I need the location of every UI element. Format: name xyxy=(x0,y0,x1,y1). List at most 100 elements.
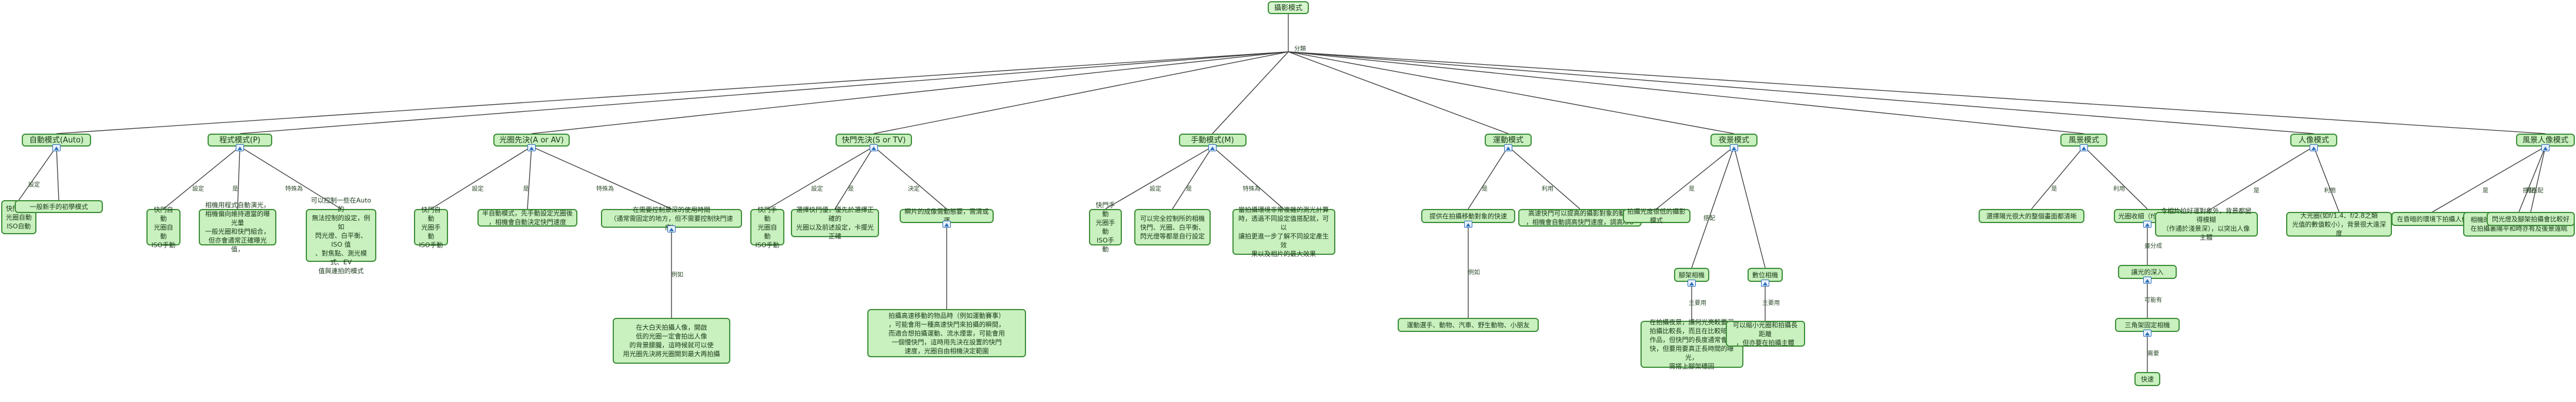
child-edge-6-1 xyxy=(1691,146,1735,268)
child-node-3-0[interactable]: 快門手動 光圈自動 ISO手動 xyxy=(750,206,784,249)
edge-label: 例如 xyxy=(1468,269,1480,276)
child-edge-6-2 xyxy=(1733,146,1766,268)
child-edge-4-2 xyxy=(1212,146,1284,210)
edge-label: 是 xyxy=(523,186,529,192)
collapse-triangle-icon[interactable] xyxy=(2143,221,2151,228)
branch-node-0[interactable]: 自動模式(Auto) xyxy=(22,134,91,147)
edge-label: 搭配 xyxy=(2522,187,2535,194)
child-node-1-2[interactable]: 可以控制一些在Auto的 無法控制的設定，例如 閃光燈、白平衡、ISO 值 、對… xyxy=(306,197,376,275)
edge-label: 畫分成 xyxy=(2144,242,2162,250)
child-node-4-1[interactable]: 可以完全控制所的相機 快門、光圈、白平衡、 閃光燈等都是自行設定 xyxy=(1134,209,1211,245)
edge-label: 是 xyxy=(1689,186,1695,192)
edge-label: 可能有 xyxy=(2144,297,2162,304)
branch-node-8[interactable]: 人像模式 xyxy=(2290,134,2337,147)
child-node-7-0[interactable]: 選擇陽光很大的整個畫面都清晰 xyxy=(1979,209,2084,223)
child-node-8-0[interactable]: 令相片拍好運對象外，背景都變得模糊 （作通於淺景深），以突出人像主體 xyxy=(2154,207,2258,241)
child-edge-1-1 xyxy=(237,146,240,210)
root-node[interactable]: 攝影模式 xyxy=(1268,1,1309,14)
edge-label: 利用 xyxy=(2113,186,2125,192)
collapse-triangle-icon[interactable] xyxy=(1208,144,1217,151)
child-node-2-0[interactable]: 快門自動 光圈手動 ISO手動 xyxy=(414,206,448,249)
child-edge-2-0 xyxy=(430,146,532,210)
branch-edge-5 xyxy=(1288,51,1509,134)
branch-node-3[interactable]: 快門先決(S or TV) xyxy=(836,134,912,147)
collapse-triangle-icon[interactable] xyxy=(2080,144,2088,151)
edge-label: 設定 xyxy=(472,186,484,192)
branch-edge-0 xyxy=(56,51,1289,134)
collapse-triangle-icon[interactable] xyxy=(943,221,951,228)
edge-label: 特殊為 xyxy=(1242,186,1261,192)
child-edge-1-0 xyxy=(163,146,240,210)
edge-label: 利用 xyxy=(1542,186,1553,192)
edge-label: 是 xyxy=(848,186,854,192)
collapse-triangle-icon[interactable] xyxy=(2541,144,2550,151)
edge-label: 設定 xyxy=(28,181,40,188)
branch-edge-3 xyxy=(873,51,1289,134)
collapse-triangle-icon[interactable] xyxy=(1761,280,1769,287)
child-node-6-1[interactable]: 腳架相機 xyxy=(1674,268,1709,282)
edge-label: 可搭配 xyxy=(2525,187,2544,194)
collapse-triangle-icon[interactable] xyxy=(667,225,676,232)
sub-node-7-1-0-0[interactable]: 快速 xyxy=(2134,372,2160,386)
child-edge-9-1 xyxy=(2518,146,2546,212)
child-edge-3-2 xyxy=(873,146,947,210)
edge-label: 是 xyxy=(2253,187,2260,194)
child-edge-2-2 xyxy=(531,146,672,210)
child-node-2-1[interactable]: 半自動模式，先手動設定光圈後 ，相機會自動決定快門速度 xyxy=(477,209,577,227)
child-node-3-1[interactable]: 選擇快門優，優先於選擇正確的 光圈以及前述設定，卡擺光正確 xyxy=(791,206,879,240)
child-node-4-0[interactable]: 快門手動 光圈手動 ISO手動 xyxy=(1089,201,1122,253)
collapse-triangle-icon[interactable] xyxy=(2143,277,2151,284)
collapse-triangle-icon[interactable] xyxy=(1688,280,1696,287)
child-edge-0-0 xyxy=(18,146,57,201)
child-edge-7-0 xyxy=(2031,146,2084,210)
sub-node-3-2[interactable]: 拍攝高速移動的物品時（例如運動賽事） ，可能會用一種高速快門來拍攝的瞬間， 而適… xyxy=(867,309,1026,357)
sub-node-6-2[interactable]: 可以縮小光圈和拍攝長距離 ，但亦要在拍攝主體 xyxy=(1725,321,1805,347)
collapse-triangle-icon[interactable] xyxy=(52,144,61,151)
branch-node-5[interactable]: 運動模式 xyxy=(1485,134,1532,147)
child-node-6-0[interactable]: 拍攝光度很低的攝影模式 xyxy=(1622,208,1690,224)
branch-edge-2 xyxy=(531,51,1289,134)
branch-edge-4 xyxy=(1212,51,1289,134)
child-edge-6-0 xyxy=(1656,146,1735,210)
branch-node-1[interactable]: 程式模式(P) xyxy=(208,134,272,147)
child-node-1-1[interactable]: 相機用程式自動演光， 相機偏向維持適當的曝光量 一般光圈和快門組合， 但亦會通常… xyxy=(199,201,276,253)
child-edge-3-1 xyxy=(834,146,874,210)
child-edge-2-1 xyxy=(527,146,532,210)
child-node-1-0[interactable]: 快門自動 光圈自動 ISO手動 xyxy=(146,206,181,249)
collapse-triangle-icon[interactable] xyxy=(236,144,244,151)
collapse-triangle-icon[interactable] xyxy=(2310,144,2318,151)
child-node-5-1[interactable]: 高速快門可以提高的攝影對象的動作 ，相機會自動調高快門速度，調高ISO xyxy=(1518,209,1642,227)
child-edge-1-2 xyxy=(239,146,342,210)
edge-label: 設定 xyxy=(192,186,204,192)
collapse-triangle-icon[interactable] xyxy=(1464,221,1472,228)
edge-label: 是 xyxy=(2483,187,2488,194)
edge-label: 設定 xyxy=(811,186,823,192)
edge-label: 是 xyxy=(1482,186,1488,192)
collapse-triangle-icon[interactable] xyxy=(870,144,878,151)
child-edge-3-0 xyxy=(767,146,874,210)
branch-edge-6 xyxy=(1288,51,1735,134)
edge-label: 是 xyxy=(232,186,238,192)
collapse-triangle-icon[interactable] xyxy=(527,144,536,151)
child-edge-4-0 xyxy=(1105,146,1213,210)
branch-edge-9 xyxy=(1288,51,2546,134)
edge-label: 分類 xyxy=(1294,46,1306,52)
sub-node-2-2[interactable]: 在大白天拍攝人像，開啟 低的光圈一定會拍出人像 的背景朦朧，這時候就可以使 用光… xyxy=(613,318,730,364)
child-node-9-0[interactable]: 在昏暗的環境下拍攝人像 xyxy=(2391,212,2474,226)
edge-label: 利用 xyxy=(2324,187,2336,194)
collapse-triangle-icon[interactable] xyxy=(1504,144,1512,151)
sub-node-5-0[interactable]: 運動選手、動物、汽車、野生動物、小朋友 xyxy=(1398,318,1539,332)
child-node-8-1[interactable]: 大光圈(如f/1.4、f/2.8之類 光值的數值較小），背景很大遠深度 xyxy=(2286,212,2392,237)
edge-label: 需要 xyxy=(2147,351,2159,357)
collapse-triangle-icon[interactable] xyxy=(2143,330,2151,337)
child-edge-9-0 xyxy=(2432,146,2546,212)
child-node-9-2[interactable]: 閃光燈及腳架拍攝會比較好 xyxy=(2487,212,2575,226)
edge-label: 主要用 xyxy=(1762,300,1780,307)
child-node-0-1[interactable]: 一般新手的初學模式 xyxy=(15,200,103,213)
edge-label: 是 xyxy=(2051,186,2057,192)
child-node-4-2[interactable]: 當拍攝環境非常複雜的測光計算 時，透過不同設定值搭配就，可以 讓拍更進一步了解不… xyxy=(1232,206,1335,258)
child-edge-4-1 xyxy=(1172,146,1213,210)
collapse-triangle-icon[interactable] xyxy=(1730,144,1738,151)
edge-label: 設定 xyxy=(1150,186,1161,192)
edge-label: 主要用 xyxy=(1689,300,1706,307)
